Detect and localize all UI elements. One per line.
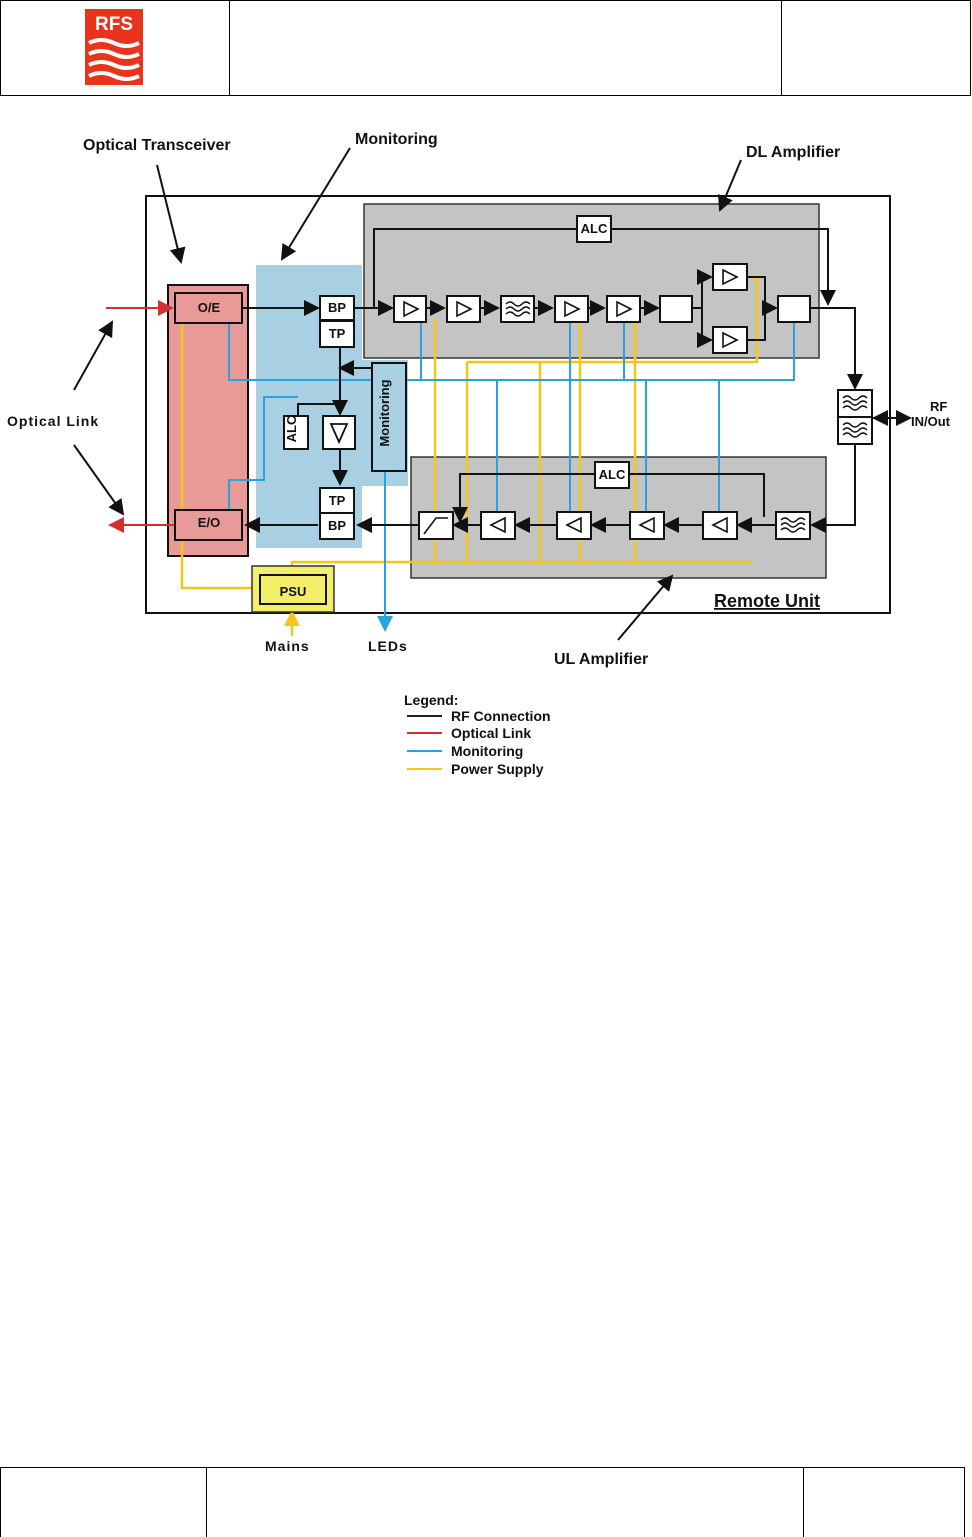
- dl-amp-1: [394, 296, 426, 322]
- dl-amp-4: [607, 296, 640, 322]
- eo-label: E/O: [198, 515, 220, 530]
- bp-bottom-label: BP: [328, 518, 346, 533]
- dl-amplifier-caption: DL Amplifier: [746, 144, 840, 161]
- rf-inout-caption: IN/Out: [911, 414, 951, 429]
- ul-amplifier-caption: UL Amplifier: [554, 651, 648, 668]
- header-logo-cell: RFS: [1, 1, 230, 95]
- tp-bottom-label: TP: [329, 493, 346, 508]
- legend-item-power: Power Supply: [451, 761, 544, 777]
- legend-item-monitoring: Monitoring: [451, 743, 523, 759]
- remote-unit-block-diagram: O/E E/O BP TP TP BP ALC Monitoring ALC: [0, 110, 972, 790]
- dl-combiner: [778, 296, 810, 322]
- svg-text:RFS: RFS: [95, 14, 133, 35]
- dl-alc-label: ALC: [581, 221, 608, 236]
- dl-amp-2: [447, 296, 480, 322]
- dl-amp-3: [555, 296, 588, 322]
- footer-cell-left: [1, 1468, 207, 1537]
- header-table: RFS: [0, 0, 971, 96]
- optical-transceiver-caption: Optical Transceiver: [83, 137, 231, 154]
- rf-caption: RF: [930, 399, 947, 414]
- monitoring-caption: Monitoring: [355, 131, 438, 148]
- monitoring-vertical-label: Monitoring: [377, 379, 392, 446]
- psu-label: PSU: [280, 584, 307, 599]
- ul-highpass: [419, 512, 453, 539]
- footer-table: [0, 1467, 965, 1537]
- legend-item-rf: RF Connection: [451, 708, 551, 724]
- ul-alc-label: ALC: [599, 467, 626, 482]
- rfs-logo: RFS: [85, 9, 143, 85]
- footer-cell-middle: [206, 1468, 804, 1537]
- duplexer-filter-upper: [838, 390, 872, 417]
- ul-amp-4: [481, 512, 515, 539]
- dl-amp-upper: [713, 264, 747, 290]
- leds-caption: LEDs: [368, 638, 408, 654]
- tp-top-label: TP: [329, 326, 346, 341]
- legend: Legend: RF Connection Optical Link Monit…: [404, 692, 551, 777]
- optical-link-caption: Optical Link: [7, 413, 99, 429]
- duplexer-filter-lower: [838, 417, 872, 444]
- mains-caption: Mains: [265, 638, 310, 654]
- oe-label: O/E: [198, 300, 221, 315]
- ul-amp-2: [630, 512, 664, 539]
- bp-top-label: BP: [328, 300, 346, 315]
- legend-title: Legend:: [404, 692, 458, 708]
- header-title-cell: [229, 1, 782, 95]
- legend-item-optical: Optical Link: [451, 725, 531, 741]
- ul-filter: [776, 512, 810, 539]
- ul-amp-1: [703, 512, 737, 539]
- dl-splitter: [660, 296, 692, 322]
- dl-amp-lower: [713, 327, 747, 353]
- remote-unit-caption: Remote Unit: [714, 591, 820, 611]
- ul-amp-3: [557, 512, 591, 539]
- monitoring-alc-label: ALC: [284, 415, 299, 442]
